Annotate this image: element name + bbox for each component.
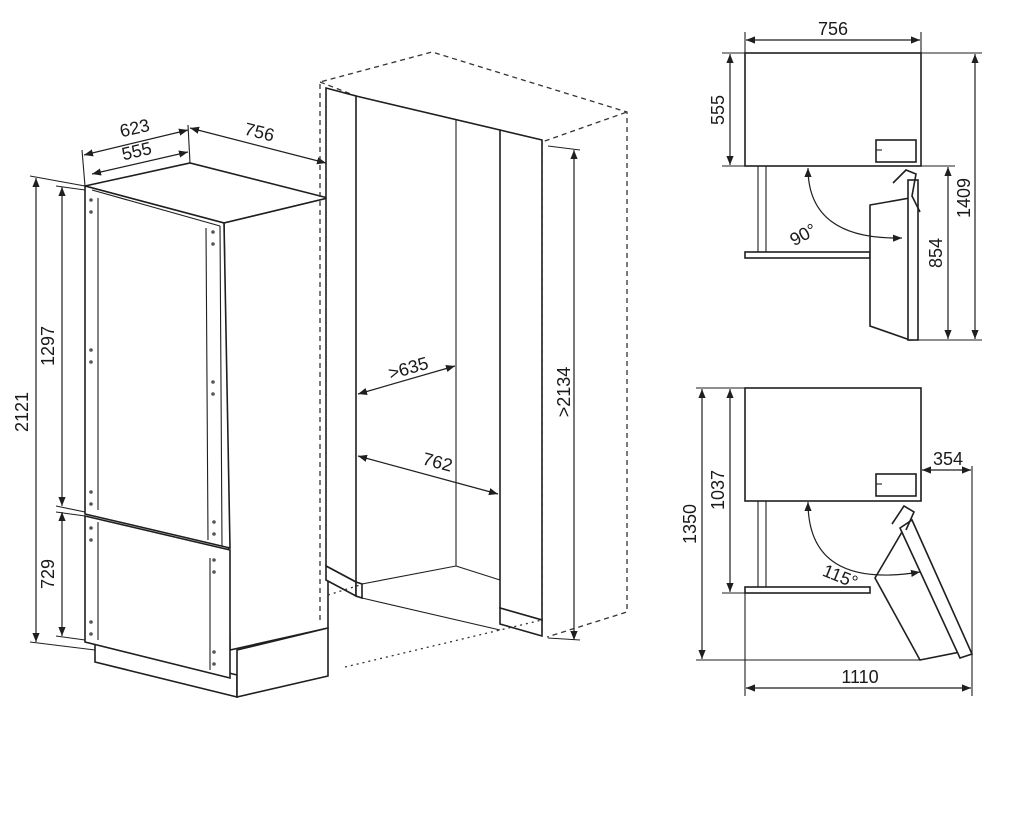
cabinet-outline (319, 51, 628, 638)
angle-arc-115 (804, 501, 921, 577)
dim-label-354: 354 (933, 449, 963, 469)
door-edge-line (91, 189, 221, 227)
door-open-90 (869, 197, 911, 342)
dim-label-623: 623 (118, 115, 152, 141)
door-edge-line (219, 225, 223, 547)
hinge-detail (875, 473, 917, 497)
dim-label-1350: 1350 (680, 504, 700, 544)
dim-label-1297: 1297 (38, 326, 58, 366)
top-view-90: 90° 756 555 854 1409 (708, 19, 982, 342)
hinge-rail (205, 227, 209, 541)
angle-label-90: 90° (786, 219, 819, 249)
fridge-side-face (223, 196, 329, 651)
dim-line-555 (91, 150, 189, 176)
floor-line (744, 586, 871, 594)
top-view-115: 115° 354 1037 1350 1110 (680, 387, 974, 696)
fridge-isometric: 623 555 756 2121 1297 729 (12, 115, 329, 699)
dim-label-555-plan: 555 (708, 95, 728, 125)
cabinet-plan-90 (744, 52, 922, 167)
dim-label-2121: 2121 (12, 392, 32, 432)
niche-right-panel (499, 128, 543, 622)
dim-label-729: 729 (38, 559, 58, 589)
niche-left-panel (325, 86, 357, 584)
dim-label-1037: 1037 (708, 470, 728, 510)
dim-label-756: 756 (242, 119, 276, 146)
niche-isometric: >635 762 >2134 (319, 51, 628, 668)
dim-line-762 (357, 454, 499, 496)
angle-arc-90 (804, 167, 903, 242)
dim-label-854: 854 (926, 238, 946, 268)
dim-label-1409: 1409 (954, 178, 974, 218)
fridge-lower-door (84, 514, 231, 680)
dim-label-756-plan: 756 (818, 19, 848, 39)
dim-label-1110: 1110 (841, 667, 878, 687)
fixing-holes (89, 198, 216, 666)
floor-line (744, 251, 871, 259)
hinge-detail (875, 139, 917, 163)
dim-line-635 (357, 365, 456, 395)
dim-label-555: 555 (120, 138, 154, 164)
dim-label-2134: >2134 (554, 367, 574, 418)
dim-label-762: 762 (420, 449, 454, 476)
dim-line-756 (189, 126, 327, 165)
fridge-plinth-side (236, 626, 329, 699)
fridge-upper-door (84, 184, 231, 550)
